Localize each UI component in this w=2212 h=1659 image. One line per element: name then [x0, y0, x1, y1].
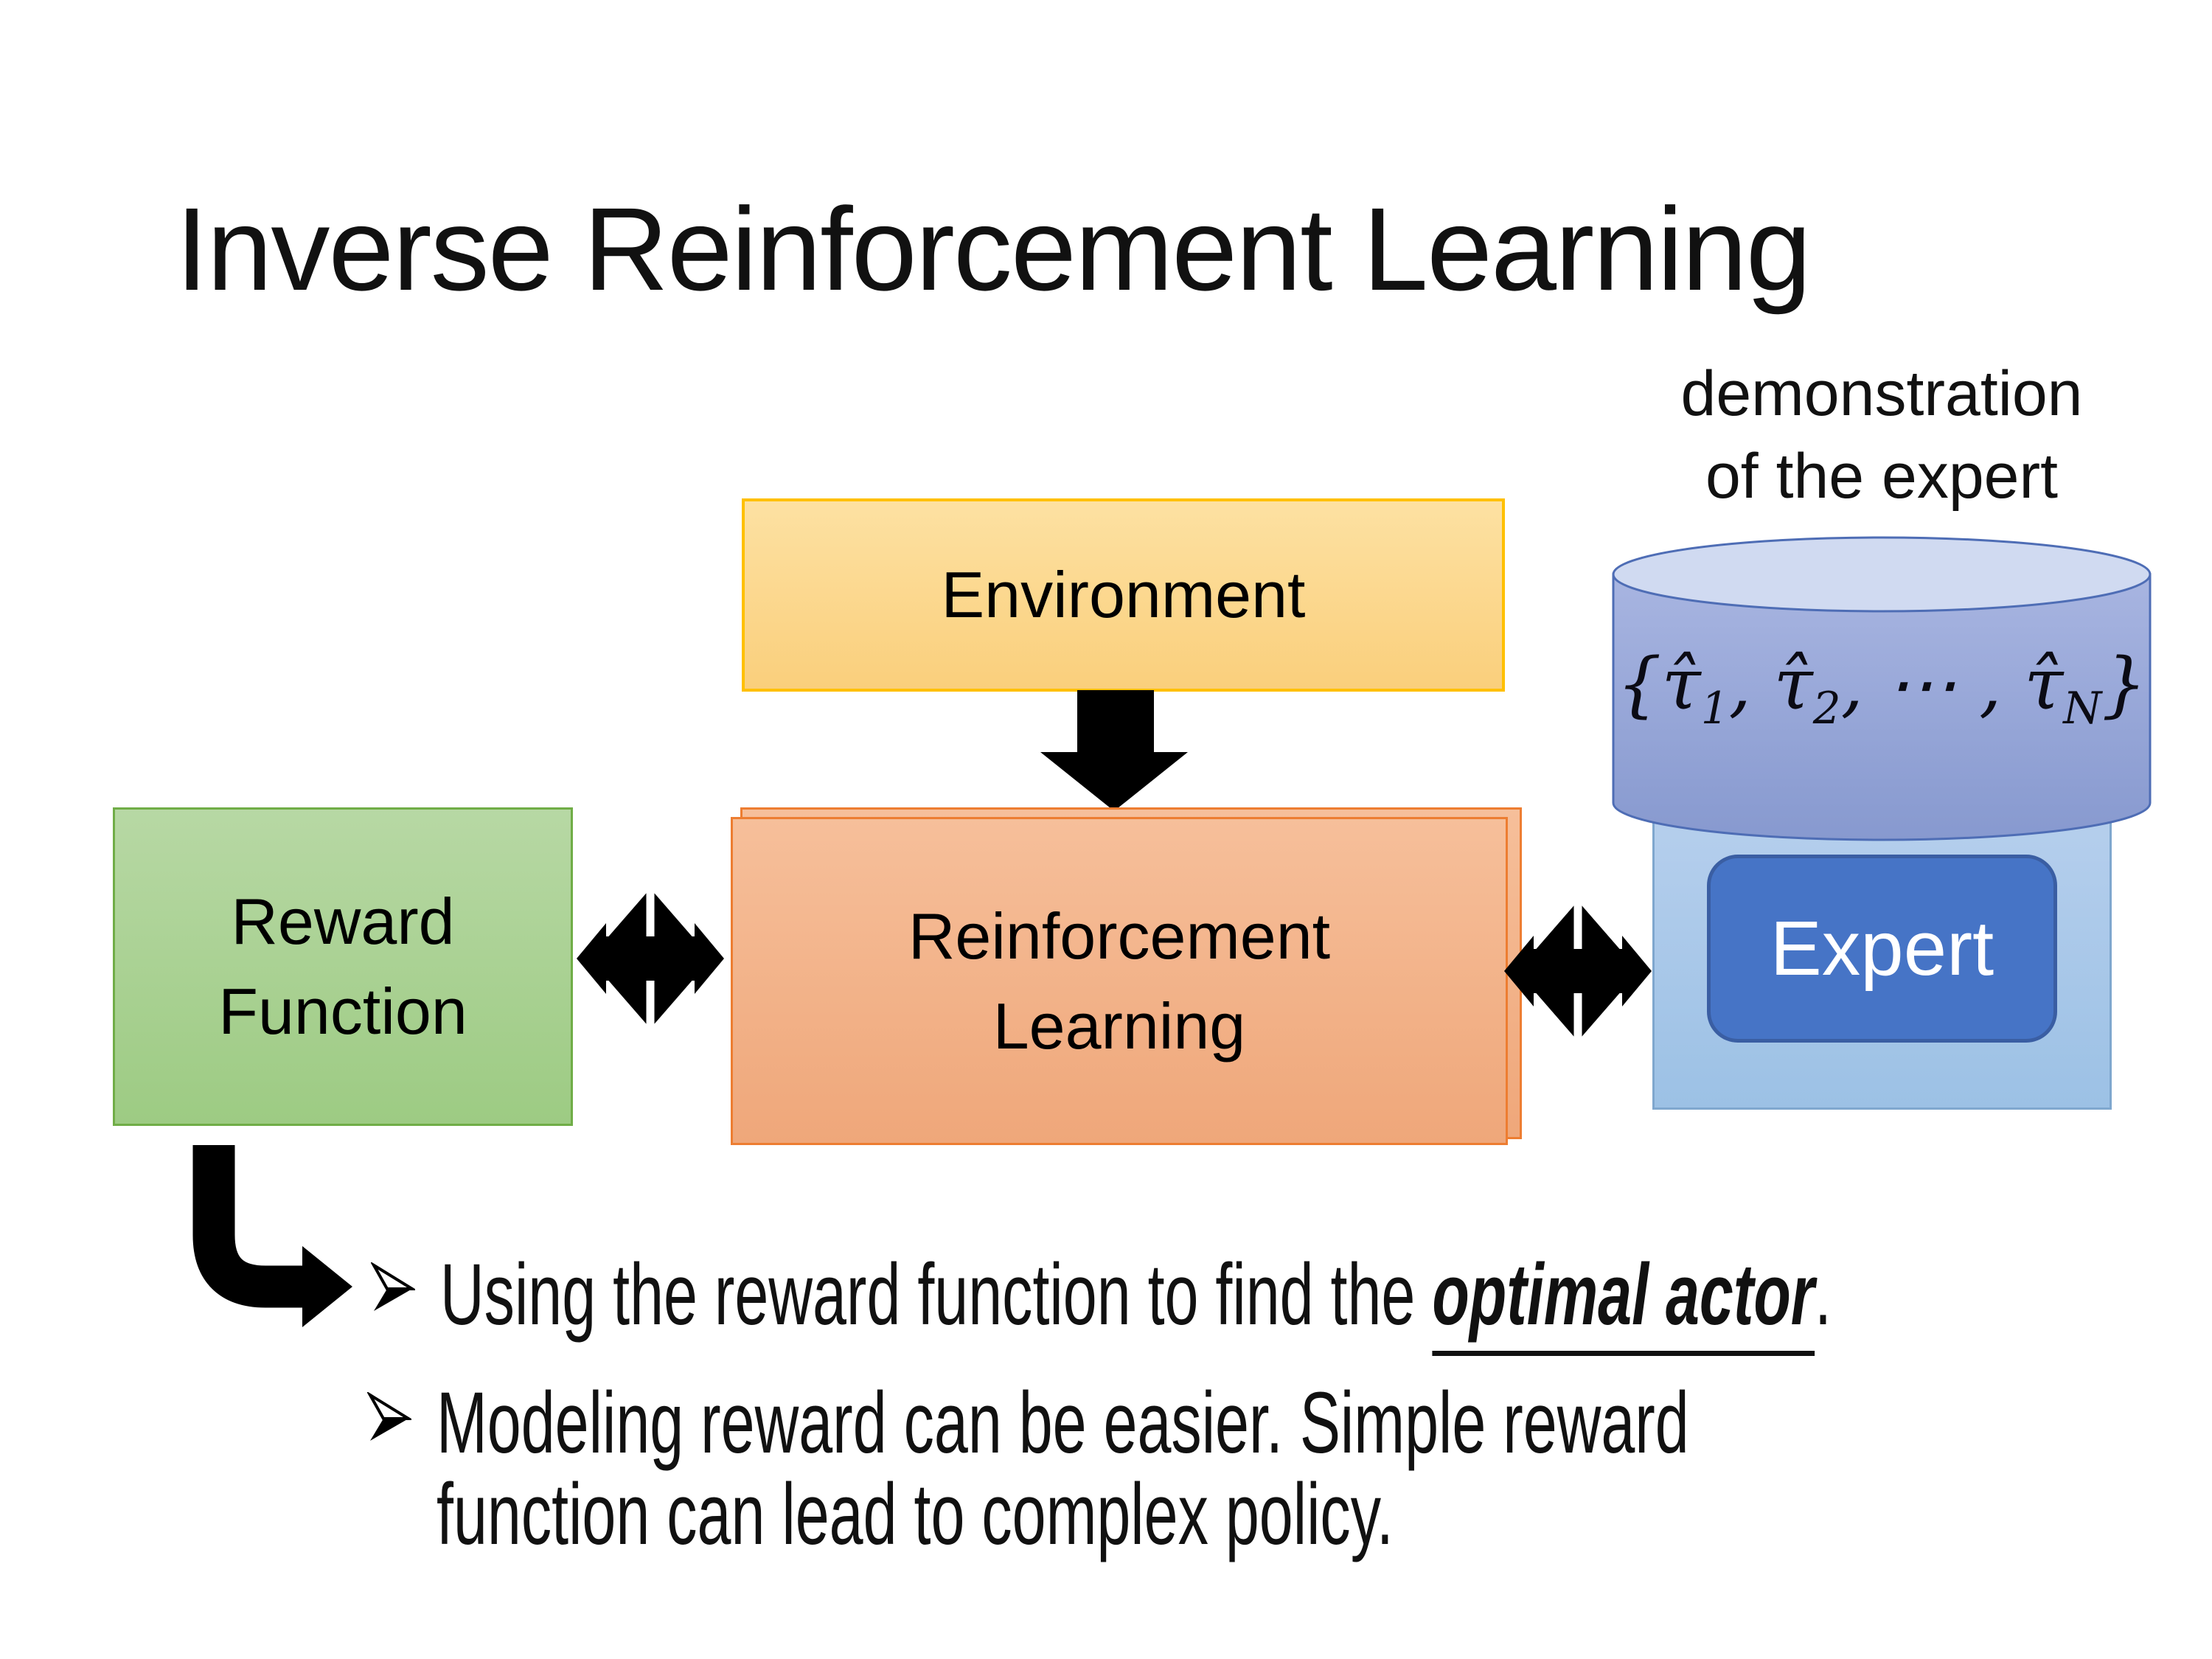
reinforcement-learning-box: Reinforcement Learning [731, 817, 1508, 1145]
reinforcement-learning-label-line1: Reinforcement [908, 899, 1331, 973]
reward-function-label-line1: Reward [231, 885, 455, 958]
down-arrow-icon [1040, 690, 1188, 811]
expert-label: Expert [1770, 905, 1994, 992]
arrowhead-bullet-icon [371, 1262, 415, 1311]
double-arrow-icon-left [577, 885, 724, 1032]
optimal-actor-emphasis: optimal actor [1432, 1246, 1815, 1356]
environment-label: Environment [941, 558, 1306, 631]
slide-title: Inverse Reinforcement Learning [175, 183, 1812, 315]
database-cylinder-icon [1612, 536, 2152, 841]
bullet-2-text: Modeling reward can be easier. Simple re… [437, 1374, 1689, 1563]
bullet-item-1: Using the reward function to find the op… [371, 1246, 2177, 1356]
arrowhead-bullet-icon [367, 1392, 411, 1441]
bent-arrow-icon [192, 1145, 352, 1327]
bullet-1-text: Using the reward function to find the op… [440, 1246, 1832, 1356]
trajectory-set-expression: {τ̂1, τ̂2, ⋯ , τ̂N} [1616, 643, 2147, 735]
bullet-item-2: Modeling reward can be easier. Simple re… [367, 1377, 2174, 1560]
expert-box: Expert [1707, 855, 2057, 1043]
reward-function-label-line2: Function [218, 975, 467, 1048]
environment-box: Environment [742, 498, 1505, 692]
double-arrow-icon-right [1504, 897, 1652, 1045]
demonstration-caption: demonstration of the expert [1607, 352, 2156, 518]
demonstration-caption-line2: of the expert [1705, 441, 2059, 512]
demonstration-caption-line1: demonstration [1680, 358, 2083, 429]
reward-function-box: Reward Function [113, 807, 573, 1126]
reinforcement-learning-label-line2: Learning [992, 989, 1246, 1062]
